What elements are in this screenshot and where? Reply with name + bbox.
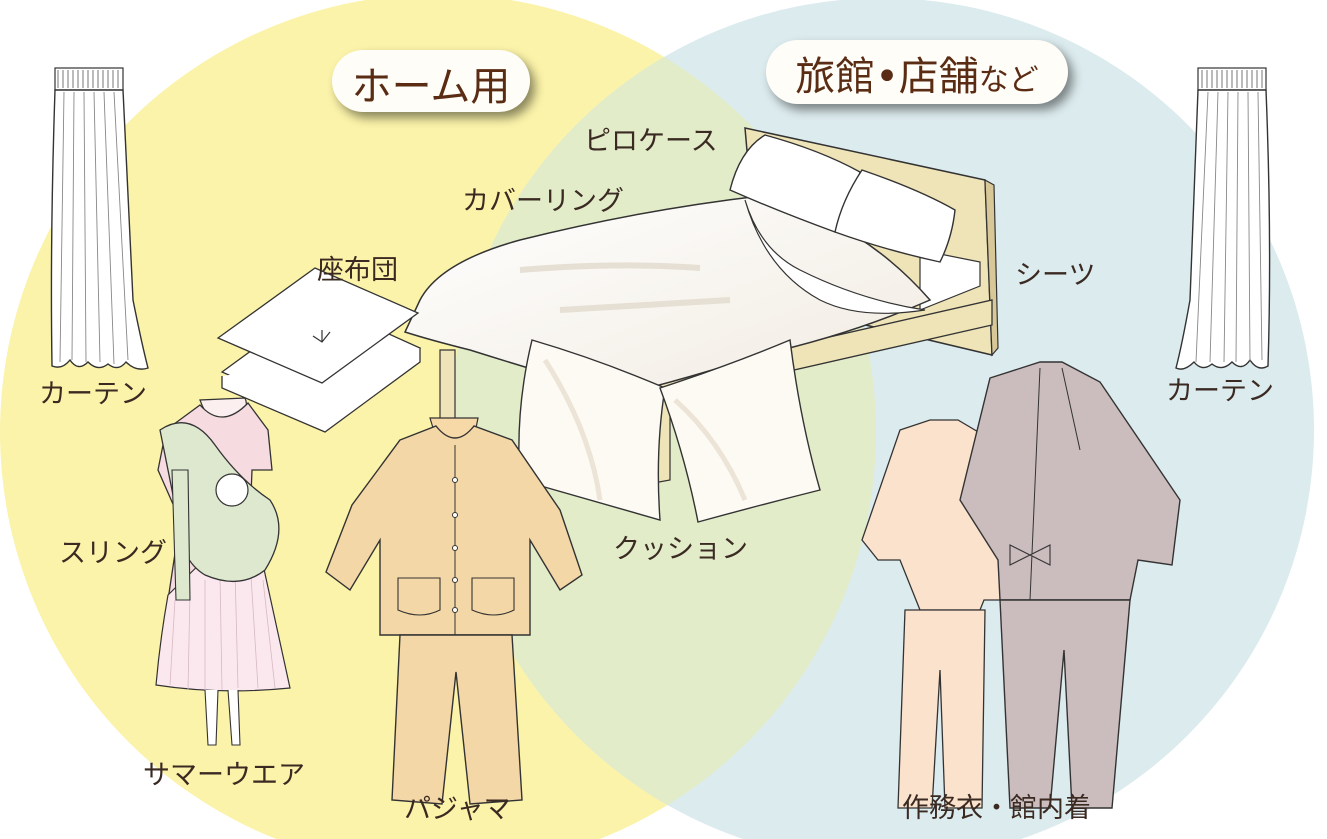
- category-home-pill: ホーム用: [332, 50, 530, 112]
- category-commercial-label: 旅館•店舗: [795, 54, 979, 100]
- label-zabuton: 座布団: [317, 255, 398, 286]
- category-commercial-pill: 旅館•店舗 など: [766, 40, 1068, 104]
- label-sling: スリング: [59, 538, 167, 569]
- label-sheets: シーツ: [1015, 260, 1096, 291]
- zabuton-illustration: [216, 267, 422, 433]
- category-home-label: ホーム用: [351, 64, 511, 110]
- cushion-illustration: [518, 338, 821, 523]
- label-pajamas: パジャマ: [404, 794, 511, 825]
- label-curtain-left: カーテン: [39, 379, 147, 410]
- summer-wear-illustration: [155, 397, 291, 746]
- samue-illustration: [861, 361, 1181, 809]
- curtain-right-illustration: [1175, 67, 1271, 370]
- label-curtain-right: カーテン: [1166, 376, 1274, 407]
- category-commercial-suffix: など: [978, 63, 1039, 98]
- label-cushion: クッション: [613, 534, 748, 565]
- label-samue: 作務衣・館内着: [902, 793, 1091, 824]
- curtain-left-illustration: [50, 67, 149, 370]
- label-pillowcase: ピロケース: [584, 126, 718, 157]
- label-summer-wear: サマーウエア: [143, 760, 305, 791]
- pajamas-illustration: [325, 417, 583, 805]
- label-covering: カバーリング: [462, 186, 624, 217]
